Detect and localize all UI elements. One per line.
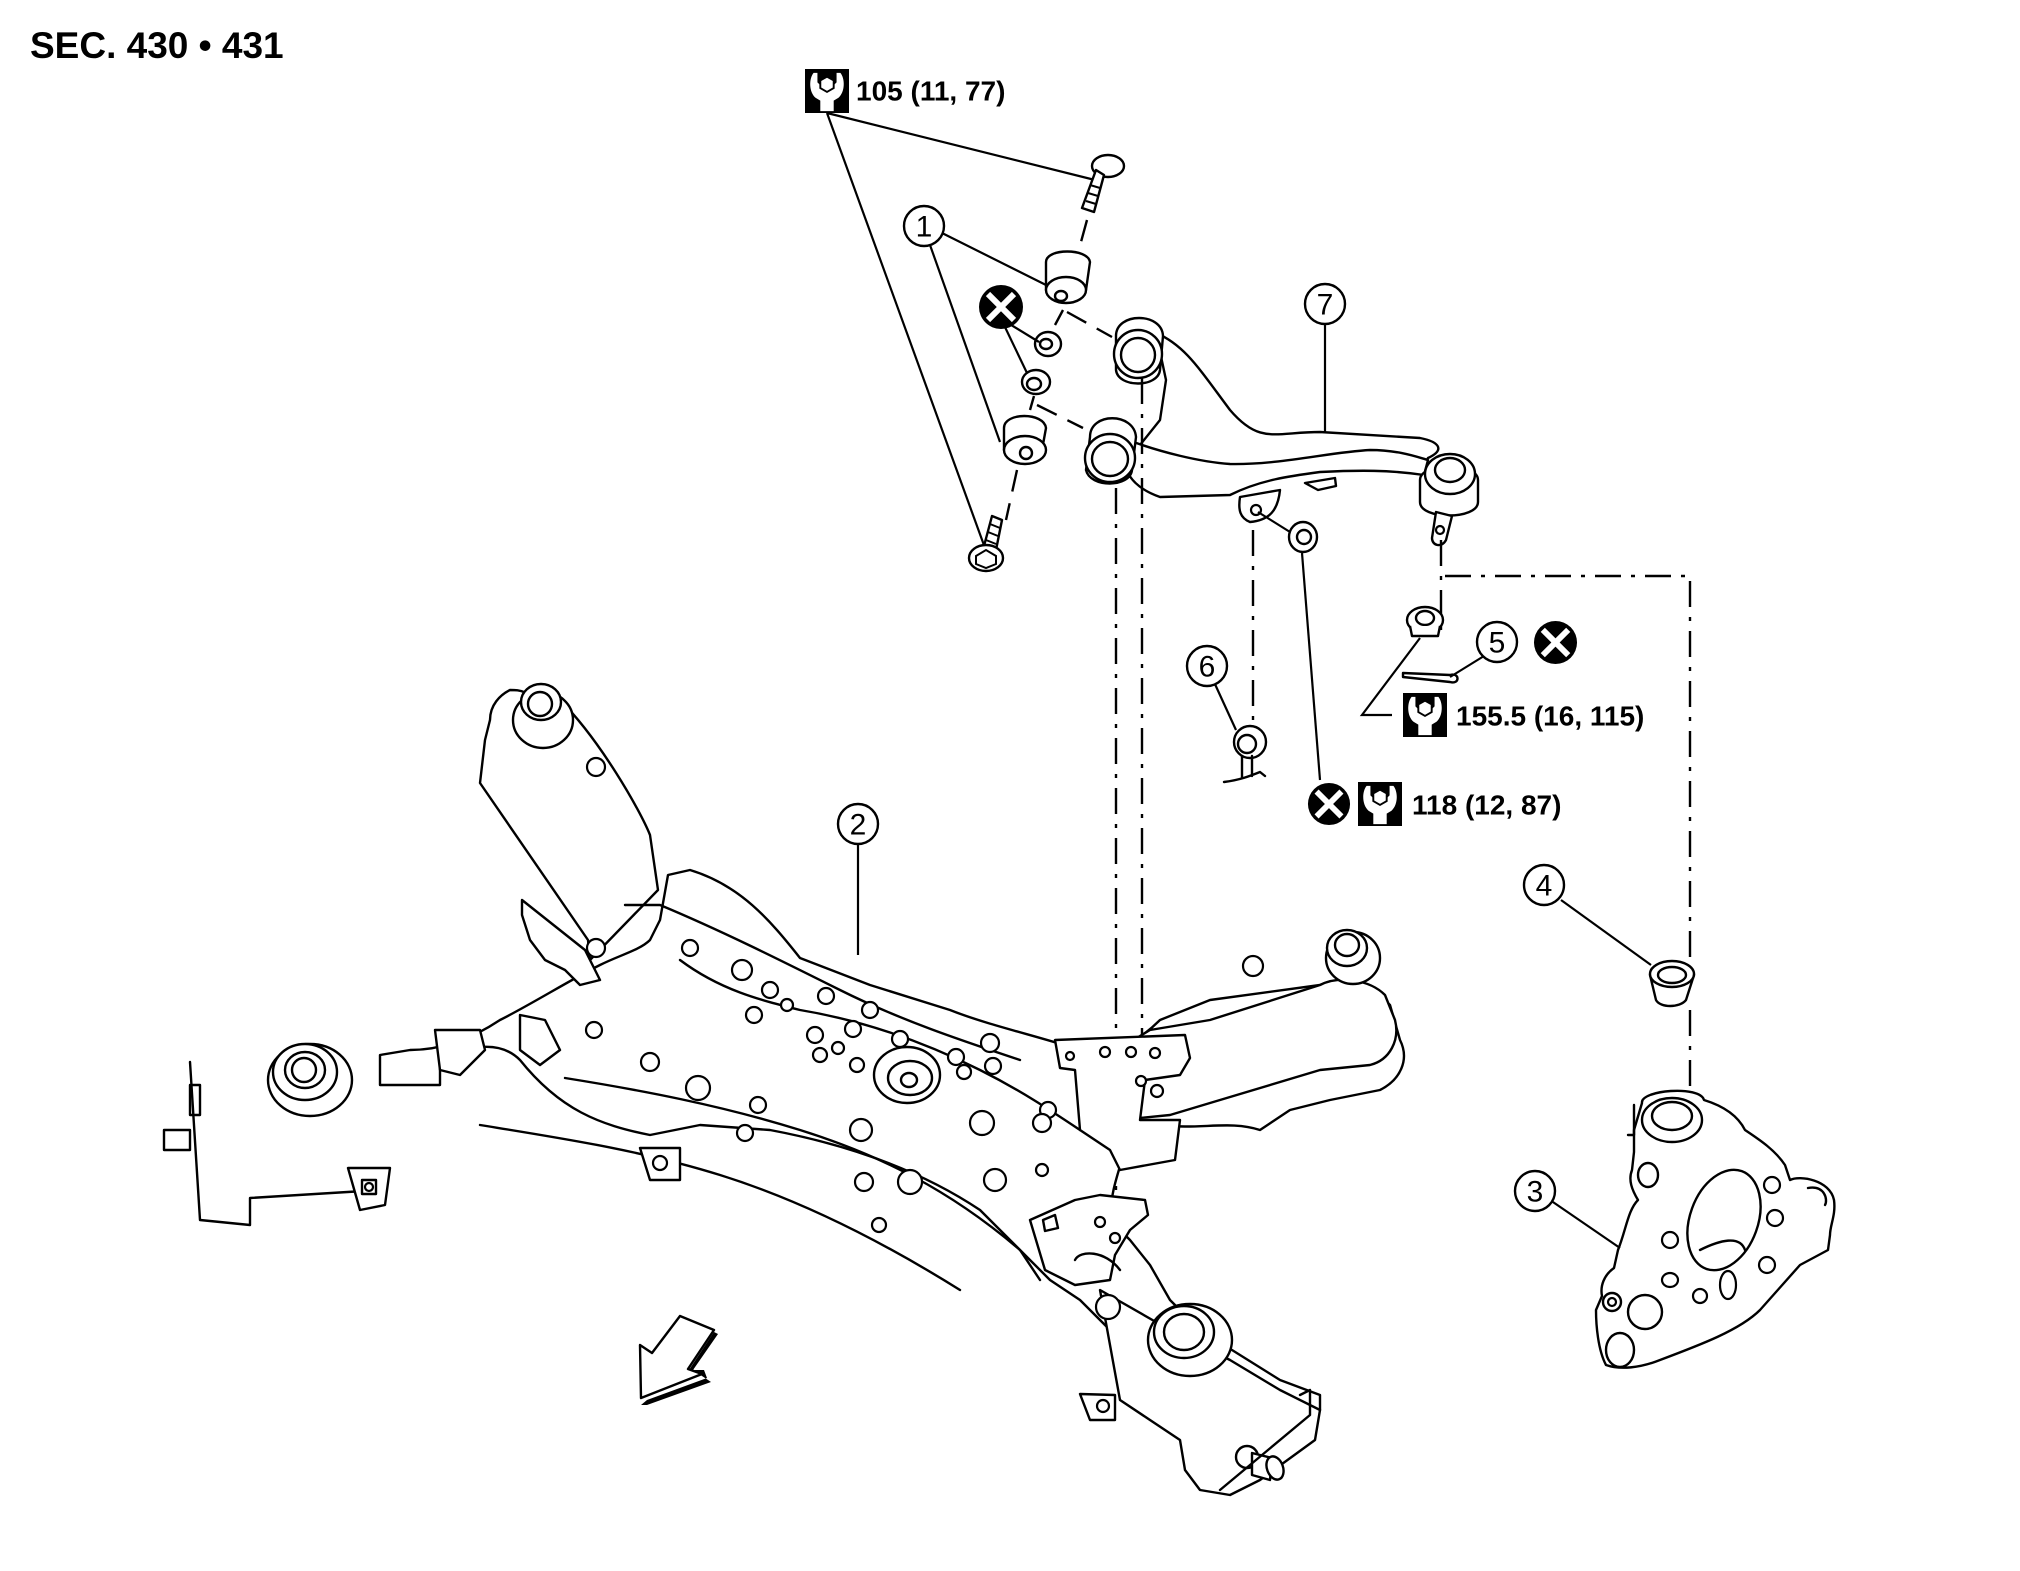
leader-line [1300,552,1322,781]
upper-link [1083,316,1480,547]
alignment-line [1445,574,1692,968]
torque-value: 118 (12, 87) [1412,790,1561,821]
callout-3: 3 [1513,1169,1621,1249]
callout-circle [836,802,880,846]
leader-line [825,112,987,549]
torque-wrench-icon [1402,693,1448,737]
callout-number: 2 [850,809,867,842]
leader-line [941,232,1047,286]
callout-number: 3 [1527,1176,1544,1209]
torque-spec-ball-joint-nut: 155.5 (16, 115) [1359,637,1644,737]
callout-number: 1 [916,211,933,244]
alignment-line [1036,403,1084,430]
section-title: SEC. 430 • 431 [30,25,284,66]
torque-spec-upper-link-bolt: 105 (11, 77) [804,69,1096,549]
leader-line [1359,637,1421,717]
callout-4: 4 [1522,863,1652,966]
ball-joint-nut [1405,605,1445,638]
torque-spec-stabilizer-nut: 118 (12, 87) [1308,782,1561,826]
leader-line [826,111,1096,182]
upper-link-fasteners [967,153,1126,573]
callout-circle [1513,1169,1557,1213]
leader-line [1003,324,1028,374]
callout-number: 7 [1317,289,1334,322]
callout-circle [1185,644,1229,688]
do-not-reuse-nuts [979,285,1040,374]
callout-5: 5 [1449,620,1519,678]
callout-number: 5 [1489,627,1506,660]
bolt [967,514,1005,573]
callout-circle [1303,282,1347,326]
leader-line [1549,1199,1621,1249]
bolt [1080,153,1126,214]
callout-circle [1522,863,1566,907]
callout-1: 1 [902,204,1047,443]
bushing-lower [1002,414,1048,466]
do-not-reuse-icon [979,285,1023,329]
bushing-upper [1044,250,1092,305]
torque-wrench-icon [1357,782,1403,826]
callout-7: 7 [1303,282,1347,432]
torque-wrench-icon [804,69,850,113]
callout-2: 2 [836,802,880,955]
callout-6: 6 [1185,644,1237,731]
axle-housing [1594,1089,1836,1369]
alignment-line [1053,309,1065,326]
alignment-line [1028,395,1036,411]
do-not-reuse-icon [1308,783,1350,825]
callout-number: 4 [1536,870,1553,903]
torque-value: 105 (11, 77) [856,76,1005,107]
nut-upper [1033,330,1063,358]
stabilizer-connecting-rod [1222,724,1268,784]
callout-number: 6 [1199,651,1216,684]
leader-line [1449,655,1485,678]
do-not-reuse-icon [1534,621,1577,664]
callout-circle [1475,620,1519,664]
leader-line [1002,319,1040,343]
torque-value: 155.5 (16, 115) [1456,701,1644,732]
front-direction-arrow-icon [638,1314,718,1405]
alignment-line [1004,469,1019,521]
callout-circle [902,204,946,248]
nut-lower [1020,368,1052,396]
leader-line [1560,899,1652,966]
rear-suspension-member [162,682,1406,1497]
stabilizer-nut [1257,511,1319,554]
leader-line [928,244,1002,443]
dust-boot [1648,959,1696,1008]
leader-line [1213,681,1237,731]
cotter-pin [1401,671,1459,684]
alignment-line [1066,310,1113,339]
